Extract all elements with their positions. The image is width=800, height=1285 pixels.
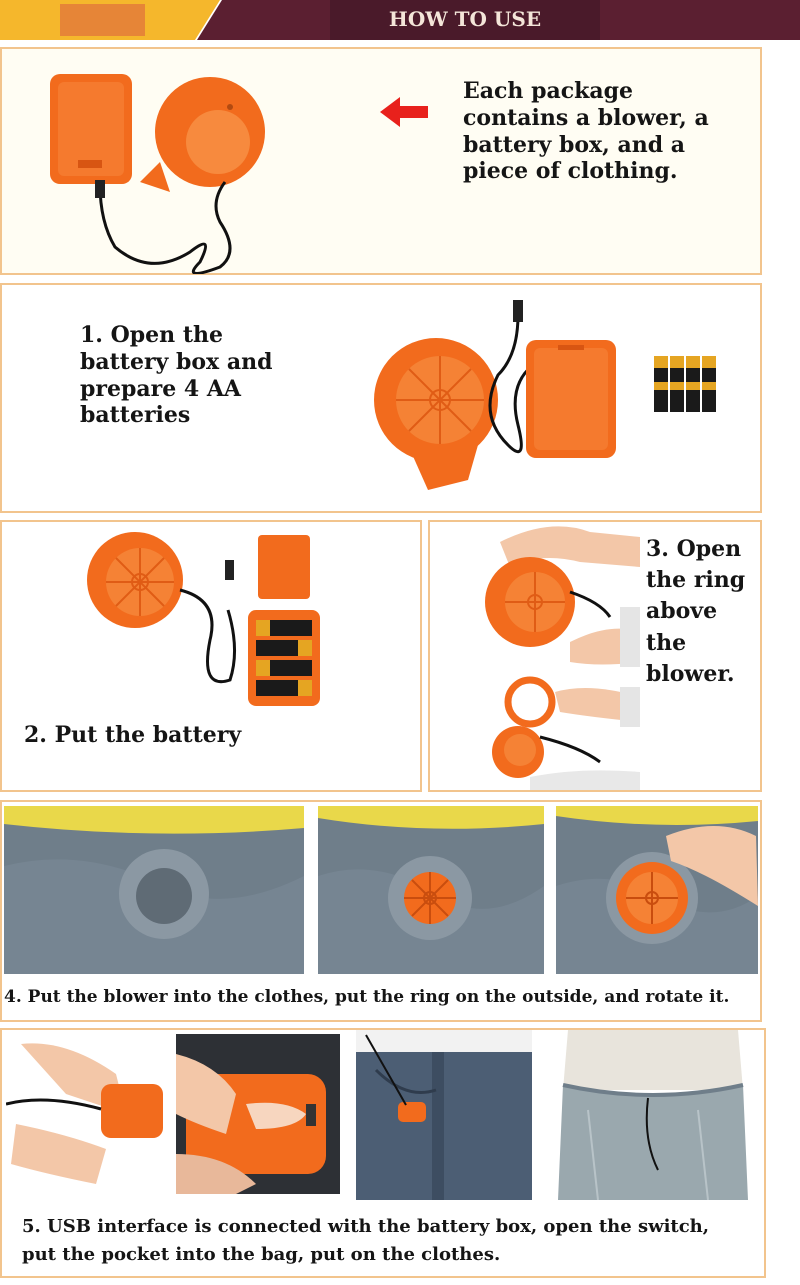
blower-kit-image bbox=[50, 74, 265, 274]
header-bar: HOW TO USE bbox=[0, 0, 800, 40]
step3-text: 3. Open the ring above the blower. bbox=[646, 536, 746, 687]
clothes-hole-photo bbox=[4, 806, 304, 974]
header-background bbox=[0, 0, 800, 40]
step2-panel bbox=[0, 520, 422, 792]
pocket-photo bbox=[356, 1030, 532, 1200]
put-battery-image bbox=[87, 532, 320, 706]
open-ring-image bbox=[485, 526, 640, 790]
aa-batteries-image bbox=[654, 356, 716, 412]
switch-on-photo bbox=[176, 1034, 340, 1194]
left-arrow-icon bbox=[380, 97, 428, 127]
usb-connect-photo bbox=[6, 1034, 166, 1194]
ring-rotate-photo bbox=[556, 806, 758, 974]
step2-text: 2. Put the battery bbox=[24, 722, 242, 748]
wear-clothes-photo bbox=[548, 1030, 758, 1200]
page-title: HOW TO USE bbox=[388, 7, 542, 31]
blower-in-clothes-photo bbox=[318, 806, 544, 974]
step1-text: 1. Open the battery box and prepare 4 AA… bbox=[80, 322, 273, 429]
step5-text: 5. USB interface is connected with the b… bbox=[22, 1216, 710, 1265]
intro-text: Each package contains a blower, a batter… bbox=[463, 78, 709, 185]
step4-text: 4. Put the blower into the clothes, put … bbox=[4, 987, 730, 1007]
open-battery-box-image bbox=[374, 300, 616, 490]
